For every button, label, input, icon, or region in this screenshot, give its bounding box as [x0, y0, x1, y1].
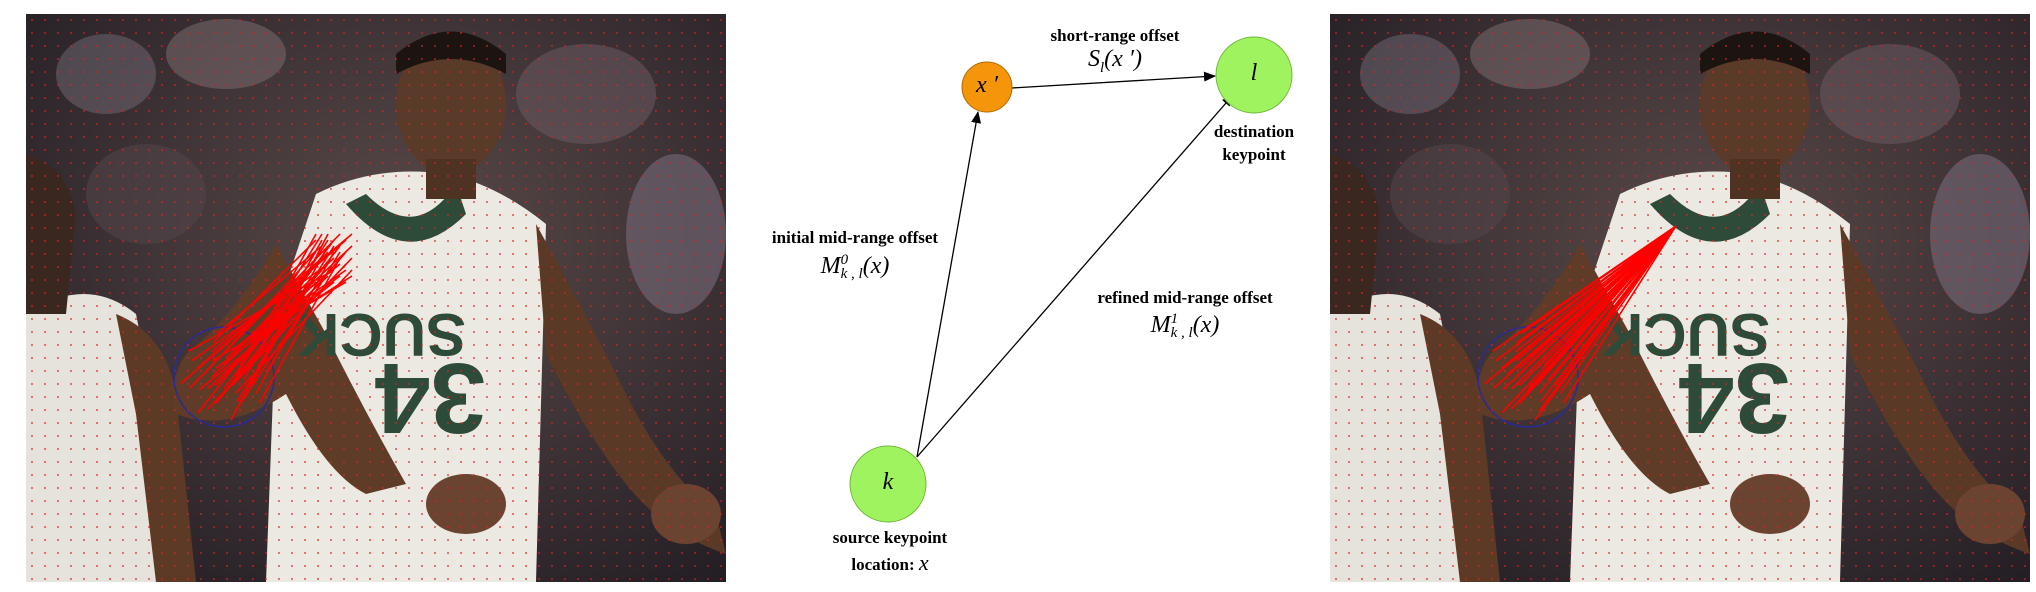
offset-arrow-line [235, 233, 317, 378]
source-node-label: k [882, 469, 894, 495]
destination-label-line1: destination [1213, 122, 1295, 141]
source-label-location: location: [851, 555, 919, 574]
offset-arrow-line [249, 275, 353, 343]
intermediate-node-label: x ′ [976, 72, 998, 98]
initial-offset-arrow [916, 111, 982, 458]
short-range-offset-arrow [1011, 71, 1216, 89]
source-node [849, 445, 927, 523]
offset-arrow-line [232, 263, 341, 351]
refined-subscript: k , l [1170, 325, 1193, 342]
intermediate-node [961, 61, 1013, 113]
source-label-variable: x [918, 550, 929, 575]
offset-arrow-line [239, 269, 347, 346]
initial-argument: (x) [862, 253, 890, 279]
short-range-title: short-range offset [1050, 26, 1180, 45]
offset-arrow-line [1520, 225, 1677, 335]
offset-arrow-line [257, 245, 335, 367]
offset-arrow-line [1562, 225, 1677, 404]
destination-node-label: l [1250, 60, 1258, 86]
source-label-line2: location: x [790, 550, 990, 576]
short-range-symbol: S [1087, 46, 1100, 72]
offset-arrow-line [248, 239, 329, 365]
offset-arrow-line [1553, 225, 1677, 342]
offset-arrow-line [1514, 225, 1677, 353]
destination-label-line2: keypoint [1222, 145, 1286, 164]
source-label-line1: source keypoint [832, 528, 948, 547]
short-range-subscript: l [1099, 59, 1105, 76]
offset-arrow-line [236, 275, 317, 403]
refined-symbol: M [1150, 312, 1171, 338]
destination-node [1215, 36, 1293, 114]
short-range-argument: (x ′) [1104, 46, 1143, 72]
offset-arrow-line [1515, 225, 1677, 362]
offset-arrow-line [1516, 225, 1677, 344]
refined-offset-arrow [916, 94, 1234, 458]
offset-arrow-line [1543, 225, 1677, 366]
offset-arrow-line [180, 239, 347, 385]
short-range-formula: Sl(x ′) [1000, 46, 1230, 77]
refined-argument: (x) [1192, 312, 1220, 338]
offset-arrow-line [191, 263, 329, 362]
initial-symbol: M [820, 253, 841, 279]
refined-superscript: 1 [1170, 311, 1179, 328]
initial-offset-title: initial mid-range offset [771, 228, 939, 247]
left-photo-panel: SUCK 34 [26, 14, 726, 582]
right-photo-panel: SUCK 34 [1330, 14, 2030, 582]
basketball-player-photo-left: SUCK 34 [26, 14, 726, 582]
offset-arrow-line [1570, 225, 1677, 371]
offset-arrow-line [211, 281, 347, 362]
offset-arrow-line [258, 257, 341, 404]
offset-arrow-line [212, 239, 317, 344]
offset-arrow-line [239, 233, 323, 366]
initial-subscript: k , l [840, 266, 863, 283]
initial-superscript: 0 [840, 252, 849, 269]
offset-arrow-line [266, 251, 341, 371]
offset-arrow-line [1561, 225, 1677, 367]
basketball-player-photo-right: SUCK 34 [1330, 14, 2030, 582]
offset-arrow-line [1552, 225, 1677, 365]
refined-offset-title: refined mid-range offset [1097, 288, 1273, 307]
